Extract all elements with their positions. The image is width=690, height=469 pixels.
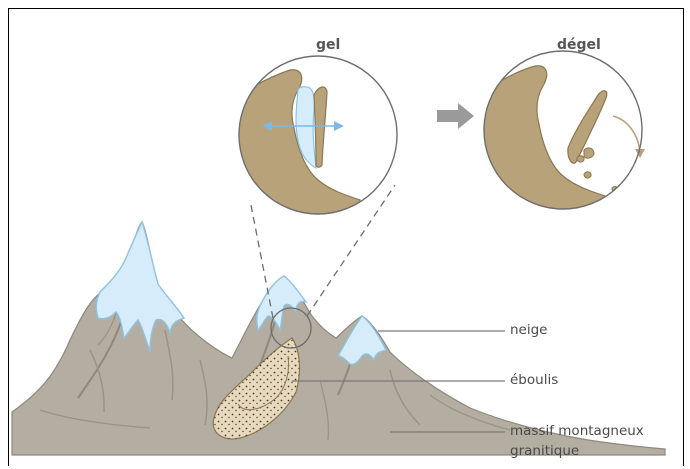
mountain-massif: [12, 222, 665, 455]
right-arrow-icon: [437, 103, 474, 129]
scree-label: éboulis: [510, 372, 558, 388]
inset-freeze: [238, 56, 397, 230]
snow-label: neige: [510, 322, 548, 338]
massif-label-line2: granitique: [510, 443, 579, 459]
mountain-base: [12, 222, 665, 455]
thaw-title: dégel: [557, 37, 601, 53]
massif-label-line1: massif montagneux: [510, 423, 644, 439]
freeze-title: gel: [316, 37, 340, 53]
inset-thaw: [484, 51, 645, 225]
